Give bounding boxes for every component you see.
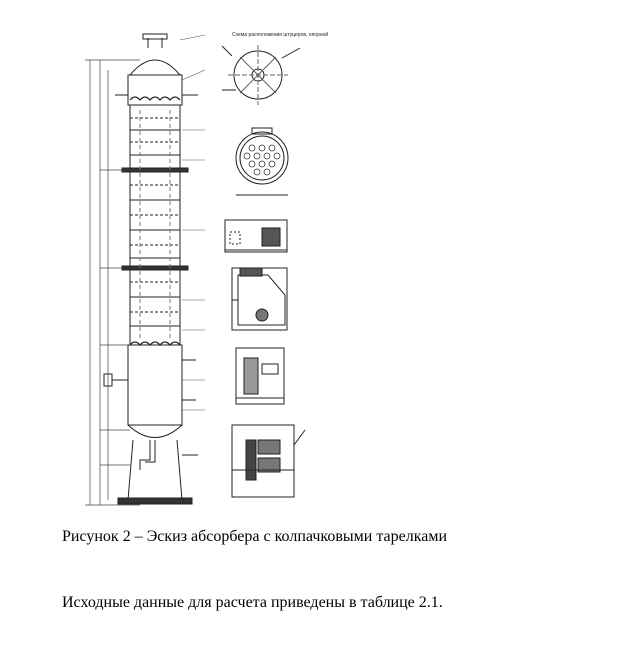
body-paragraph: Исходные данные для расчета приведены в … bbox=[62, 594, 443, 611]
nozzle-layout-view bbox=[221, 45, 301, 105]
leader-lines bbox=[179, 34, 206, 411]
detail-view-1 bbox=[224, 219, 288, 253]
figure-caption: Рисунок 2 – Эскиз абсорбера с колпачковы… bbox=[62, 528, 448, 545]
detail-view-4 bbox=[231, 424, 306, 498]
tray-plan-view bbox=[235, 127, 289, 196]
dimension-lines bbox=[85, 59, 140, 506]
absorber-sketch: Схема расположения штуцеров, опорной bbox=[85, 31, 328, 506]
detail-view-3 bbox=[235, 347, 285, 405]
column-shell bbox=[103, 33, 198, 505]
scheme-title: Схема расположения штуцеров, опорной bbox=[232, 31, 328, 38]
detail-view-2 bbox=[231, 267, 288, 331]
